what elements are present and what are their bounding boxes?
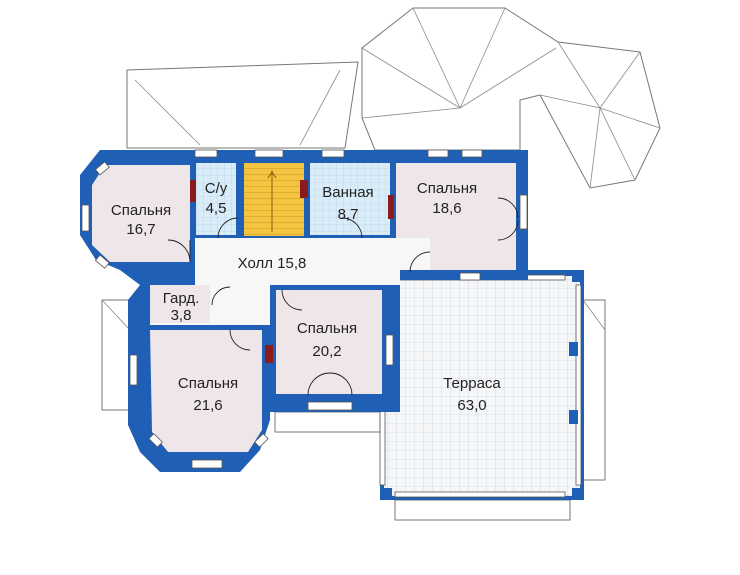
room-bedroom-21-6 xyxy=(150,330,262,452)
room-wardrobe xyxy=(150,285,210,323)
room-name-label: Спальня xyxy=(417,180,477,197)
room-name-label: С/у xyxy=(205,180,228,197)
room-area-label: 8,7 xyxy=(338,206,359,223)
room-name-label: Спальня xyxy=(297,320,357,337)
room-area-label: 3,8 xyxy=(171,307,192,324)
doors xyxy=(167,197,519,396)
room-hall xyxy=(150,238,430,325)
room-name-label: Спальня xyxy=(178,375,238,392)
room-name-label: Ванная xyxy=(322,184,373,201)
vent-shaft-icon xyxy=(388,195,394,219)
room-area-label: 63,0 xyxy=(457,397,486,414)
room-area-label: 4,5 xyxy=(206,200,227,217)
vent-shaft-icon xyxy=(265,345,273,363)
room-name-label: Холл 15,8 xyxy=(238,255,307,272)
vent-shaft-icon xyxy=(300,180,308,198)
room-wc xyxy=(196,163,236,235)
vent-shaft-icon xyxy=(190,180,196,202)
room-area-label: 21,6 xyxy=(193,397,222,414)
room-name-label: Терраса xyxy=(443,375,501,392)
staircase xyxy=(244,163,304,236)
room-name-label: Гард. xyxy=(163,290,200,307)
roof-outline xyxy=(101,7,661,521)
windows xyxy=(81,149,528,469)
room-name-label: Спальня xyxy=(111,202,171,219)
room-area-label: 18,6 xyxy=(432,200,461,217)
room-area-label: 20,2 xyxy=(312,343,341,360)
room-bedroom-20-2 xyxy=(276,290,382,394)
room-bathroom xyxy=(310,163,390,235)
room-area-label: 16,7 xyxy=(126,221,155,238)
room-bedroom-16-7 xyxy=(92,165,190,262)
